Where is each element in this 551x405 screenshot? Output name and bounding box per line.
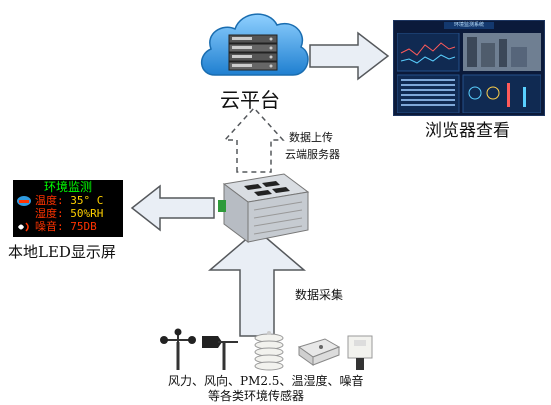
arrow-gateway-to-led	[130, 184, 215, 232]
wind-vane-icon	[202, 336, 238, 370]
anemometer-icon	[160, 328, 196, 370]
browser-dashboard-screenshot: 环境监测系统	[393, 20, 545, 116]
cloud-platform-label: 云平台	[220, 88, 280, 112]
sensors-label-line1: 风力、风向、PM2.5、温湿度、噪音	[168, 374, 364, 388]
pm25-shelter-icon	[254, 331, 284, 371]
led-row-temperature: 温度: 35° C	[35, 194, 103, 207]
noise-sensor-icon	[347, 335, 373, 370]
cloud-server-icon	[201, 13, 309, 76]
led-temperature-name: 温度:	[35, 194, 64, 207]
browser-view-label: 浏览器查看	[425, 121, 510, 141]
upload-label-line2: 云端服务器	[285, 148, 340, 161]
led-header: 环境监测	[43, 180, 92, 194]
sound-icon	[18, 222, 29, 232]
led-humidity-name: 湿度:	[35, 207, 64, 220]
upload-label-line1: 数据上传	[289, 131, 333, 144]
led-noise-value: 75DB	[70, 220, 97, 233]
led-display-panel: 环境监测 温度: 35° C 湿度: 50%RH 噪音: 75DB	[13, 180, 123, 237]
sensors-label-line2: 等各类环境传感器	[208, 389, 305, 403]
thermometer-icon	[17, 196, 31, 206]
led-row-humidity: 湿度: 50%RH	[35, 207, 103, 220]
local-led-label: 本地LED显示屏	[8, 243, 116, 261]
led-temperature-value: 35° C	[70, 194, 104, 207]
led-noise-name: 噪音:	[35, 220, 64, 233]
collect-label: 数据采集	[295, 288, 344, 302]
dashboard-title: 环境监测系统	[444, 22, 494, 29]
arrow-upload-to-cloud	[223, 106, 285, 173]
data-gateway-device	[218, 173, 310, 243]
arrow-sensors-to-gateway	[207, 229, 307, 337]
led-humidity-value: 50%RH	[70, 207, 104, 220]
temp-humidity-sensor-icon	[297, 338, 341, 366]
led-row-noise: 噪音: 75DB	[35, 220, 97, 233]
dashboard-panels	[397, 33, 541, 113]
arrow-cloud-to-browser	[309, 31, 390, 81]
